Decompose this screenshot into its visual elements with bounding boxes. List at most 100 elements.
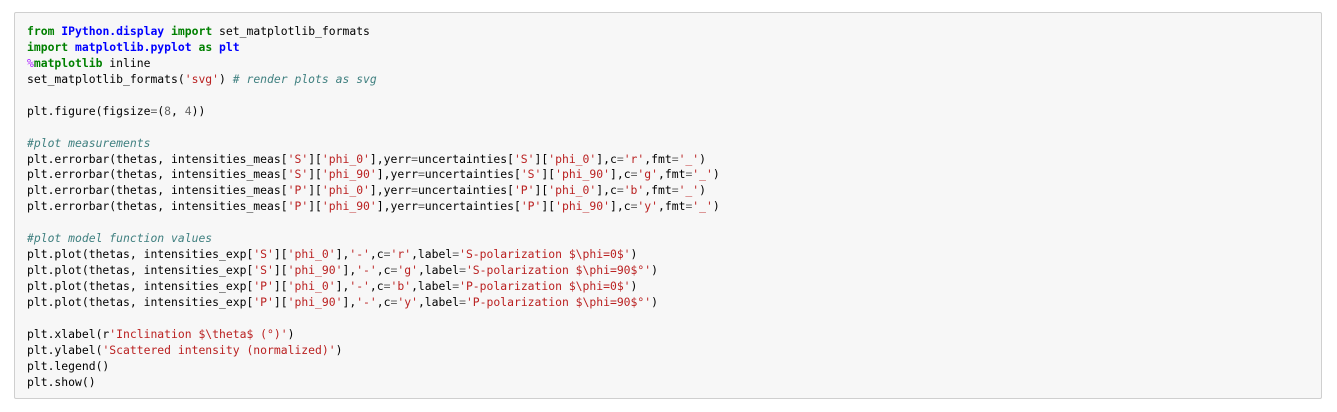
code-token: plt [219,39,240,54]
code-token: '-' [356,263,377,278]
code-line: plt.plot(thetas, intensities_exp['P']['p… [27,295,720,311]
code-token: plt.errorbar(thetas, intensities_meas[ [27,167,288,182]
code-token: = [459,294,466,309]
code-token: ],yerr [376,199,418,214]
code-token: ], [342,263,357,278]
code-line [27,120,720,136]
code-token: 'phi_90' [287,294,343,309]
code-token: plt.plot(thetas, intensities_exp[ [27,247,254,262]
code-token: uncertainties[ [417,183,514,198]
code-token: plt.errorbar(thetas, intensities_meas[ [27,199,288,214]
code-token: ,fmt [658,199,686,214]
code-token: 'S-polarization $\phi=90$°' [465,263,652,278]
code-token: 'P-polarization $\phi=0$' [459,279,631,293]
code-token: import [171,24,213,38]
code-token: ,fmt [658,167,686,182]
code-token: 'r' [390,247,412,262]
code-token: 4 [184,103,192,118]
code-token: ) [630,247,638,262]
code-token: = [685,167,693,182]
code-token: plt.plot(thetas, intensities_exp[ [27,294,254,309]
code-token: 'P' [513,183,535,198]
code-token: ,label [417,294,460,309]
code-token: 'b' [623,183,645,198]
code-token: ], [335,247,350,262]
code-token: plt.errorbar(thetas, intensities_meas[ [27,151,288,166]
code-token: ],yerr [369,183,412,198]
code-token: = [411,183,418,198]
code-line: plt.errorbar(thetas, intensities_meas[ 'P… [27,199,720,215]
code-cell[interactable]: from IPython.display import set_matplotl… [14,12,1322,399]
code-token: = [630,199,638,214]
code-token: ) [219,71,233,86]
code-line: plt.plot(thetas, intensities_exp['P']['p… [27,279,720,295]
code-token: 'S' [513,151,535,166]
code-token: ,c [369,279,384,293]
code-token: ) [712,199,720,214]
code-token: 'phi_90' [321,199,377,214]
code-line: plt.ylabel('Scattered intensity (normali… [27,343,720,359]
code-token: set_matplotlib_formats [212,24,370,38]
code-token: from [27,24,55,38]
code-line: plt.errorbar(thetas, intensities_meas['S… [27,167,720,183]
code-token: ],c [596,183,617,198]
code-token: 'phi_0' [287,279,336,293]
code-token: ) [335,342,343,357]
code-token: ,fmt [644,151,672,166]
code-line: plt.plot(thetas, intensities_exp['S']['p… [27,247,720,263]
code-token: 'svg' [184,71,220,86]
code-token: 'y' [397,294,418,309]
code-token: = [671,183,679,198]
code-token: 'b' [390,279,412,293]
code-token: ][ [273,279,288,293]
code-line: %matplotlib inline [27,56,720,72]
code-token: ,c [376,294,391,309]
code-token: = [459,263,466,278]
code-token: 'phi_0' [548,183,597,198]
code-token: ) [712,167,720,182]
code-line: plt.legend() [27,359,720,375]
code-token: ], [342,294,357,309]
code-token: ) [699,151,707,166]
code-token: = [150,103,158,118]
code-editor[interactable]: from IPython.display import set_matplotl… [27,24,720,391]
code-token: plt.plot(thetas, intensities_exp[ [27,263,254,278]
code-token: = [417,167,425,182]
code-line: #plot model function values [27,231,720,247]
code-token: 'S-polarization $\phi=0$' [459,247,631,262]
code-line [27,88,720,104]
code-token: plt.show() [27,374,96,389]
code-line: set_matplotlib_formats('svg') # render p… [27,72,720,88]
code-token: as [198,39,213,54]
code-token: set_matplotlib_formats( [27,71,185,86]
code-token: 'g' [637,167,658,182]
code-token: ][ [534,183,549,198]
code-token: = [383,247,391,262]
code-token: ,label [411,279,453,293]
code-token: 'P' [520,199,542,214]
code-line: from IPython.display import set_matplotl… [27,24,720,40]
code-token: ][ [273,263,288,278]
code-token: 'phi_0' [548,151,597,166]
code-token: )) [191,103,206,118]
code-token: ],c [609,167,631,182]
code-token: ][ [534,151,549,166]
code-token: = [452,247,460,262]
code-token: uncertainties[ [417,151,514,166]
code-token: 'phi_0' [321,183,370,198]
code-token: ,c [376,263,391,278]
code-line: plt.figure(figsize=(8, 4)) [27,104,720,120]
code-token: 'P-polarization $\phi=90$°' [465,294,652,309]
code-token: = [452,279,460,293]
code-token: #plot model function values [27,231,213,246]
code-token: 'P' [287,183,309,198]
code-token: matplotlib.pyplot [75,39,192,54]
code-token: 'S' [520,167,542,182]
code-token: # render plots as svg [232,71,377,86]
code-token: ) [651,263,658,278]
code-token: plt.errorbar(thetas, intensities_meas[ [27,183,288,198]
code-line: #plot measurements [27,136,720,152]
code-line: import matplotlib.pyplot as plt [27,40,720,56]
code-token: ][ [273,294,288,309]
code-token: 'S' [287,167,309,182]
